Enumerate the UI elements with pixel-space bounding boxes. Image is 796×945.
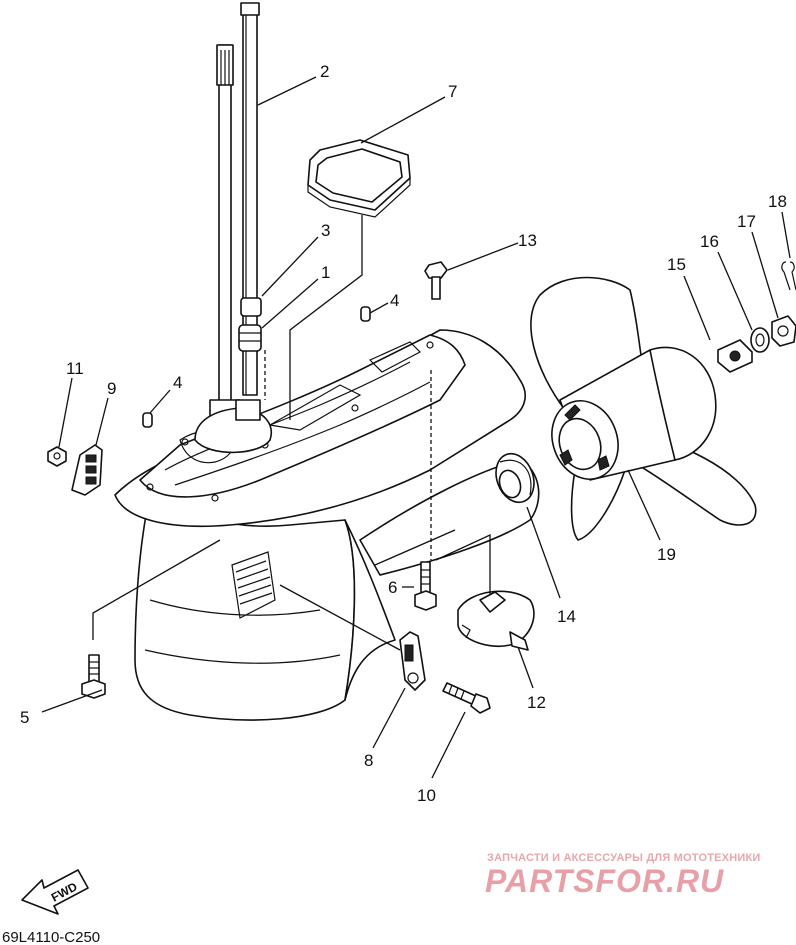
forward-direction-arrow: FWD	[21, 869, 89, 915]
callout-12: 12	[527, 693, 546, 712]
nut-part-11	[47, 446, 67, 467]
bolt-part-6	[414, 561, 437, 611]
callout-4-right: 4	[390, 291, 399, 310]
callout-9: 9	[107, 379, 116, 398]
callout-8: 8	[364, 751, 373, 770]
dowel-pin-right	[360, 306, 371, 322]
callout-labels: 2 7 3 1 4 13 4 11 9 5 6 14 12 8 10 19 15…	[20, 62, 787, 805]
shift-rod	[209, 44, 241, 421]
nut-part-17	[771, 315, 796, 347]
dowel-pin-left	[142, 412, 153, 428]
washer-part-16	[750, 327, 770, 353]
callout-13: 13	[518, 231, 537, 250]
bolt-part-5	[81, 654, 106, 699]
spacer-part-14	[495, 452, 535, 504]
callout-11: 11	[66, 359, 84, 378]
bracket-part-9	[71, 444, 103, 496]
bolt-part-13	[424, 261, 448, 300]
watermark-brand: PARTSFOR.RU	[485, 863, 724, 899]
callout-16: 16	[700, 232, 719, 251]
callout-2: 2	[320, 62, 329, 81]
seal-part-1	[238, 324, 262, 352]
callout-4-left: 4	[173, 373, 182, 392]
shaft-collar	[235, 399, 261, 421]
callout-1: 1	[321, 263, 330, 282]
anode-part-12	[457, 590, 535, 651]
propeller-part-19	[530, 276, 757, 541]
bolt-part-10	[442, 682, 491, 714]
diagram-code: 69L4110-C250	[2, 929, 100, 945]
callout-3: 3	[321, 221, 330, 240]
water-inlet-grille	[231, 551, 276, 619]
callout-6: 6	[388, 578, 397, 597]
lower-casing	[114, 329, 540, 721]
callout-17: 17	[737, 212, 756, 231]
cotter-pin-part-18	[781, 261, 796, 291]
callout-14: 14	[557, 607, 576, 626]
callout-19: 19	[657, 545, 676, 564]
gasket-part-7	[307, 139, 411, 218]
callout-15: 15	[667, 255, 686, 274]
trim-tab-part-8	[399, 631, 426, 691]
watermark: ЗАПЧАСТИ И АКСЕССУАРЫ ДЛЯ МОТОТЕХНИКИ PA…	[485, 852, 760, 899]
callout-18: 18	[768, 192, 787, 211]
watermark-tagline: ЗАПЧАСТИ И АКСЕССУАРЫ ДЛЯ МОТОТЕХНИКИ	[487, 852, 760, 864]
leader-lines	[41, 76, 791, 779]
bushing-part-3	[240, 297, 262, 317]
callout-10: 10	[417, 786, 436, 805]
callout-7: 7	[448, 82, 457, 101]
callout-5: 5	[20, 708, 29, 727]
spacer-part-15	[717, 339, 753, 373]
